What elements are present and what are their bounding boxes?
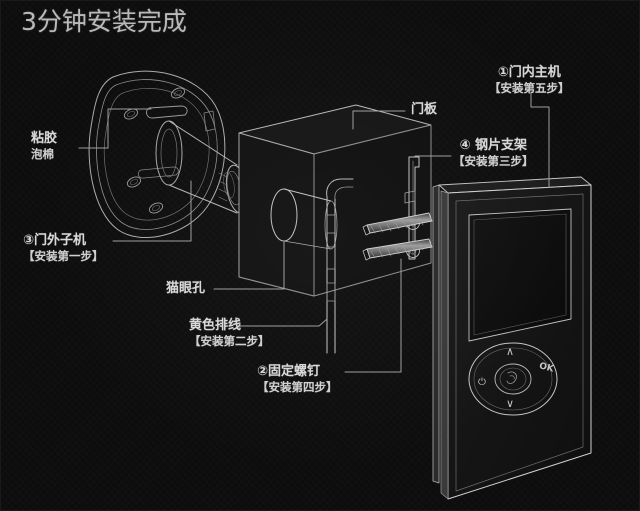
label-indoor-unit-name: ①门内主机	[497, 65, 561, 80]
label-adhesive-foam: 粘胶 泡棉	[31, 131, 57, 162]
label-steel-bracket: ④ 钢片支架 【安装第三步】	[453, 138, 534, 169]
label-yellow-ribbon-name: 黄色排线	[189, 318, 242, 333]
label-door-panel: 门板	[411, 102, 437, 118]
label-door-panel-name: 门板	[411, 102, 438, 117]
indoor-main-unit-part	[432, 176, 592, 500]
keypad-power-icon[interactable]: ⏻	[478, 377, 486, 388]
label-outdoor-unit-name: ③门外子机	[23, 233, 87, 248]
label-indoor-unit-step: 【安装第五步】	[489, 81, 570, 95]
label-indoor-unit: ①门内主机 【安装第五步】	[489, 65, 570, 96]
label-outdoor-unit: ③门外子机 【安装第一步】	[23, 233, 104, 264]
flat-ribbon-cable-part	[326, 178, 354, 354]
label-fixing-screws-step: 【安装第四步】	[257, 380, 338, 394]
label-outdoor-unit-step: 【安装第一步】	[23, 249, 104, 263]
label-adhesive-foam-line1: 粘胶	[31, 131, 58, 146]
page-title: 3分钟安装完成	[21, 7, 187, 36]
label-yellow-ribbon: 黄色排线 【安装第二步】	[189, 318, 270, 349]
label-steel-bracket-step: 【安装第三步】	[453, 154, 534, 168]
door-panel-part	[238, 104, 432, 297]
label-peephole: 猫眼孔	[166, 281, 205, 297]
leader-lines	[78, 92, 550, 373]
label-fixing-screws: ②固定螺钉 【安装第四步】	[257, 364, 338, 395]
fixing-screws-part	[362, 212, 433, 261]
label-yellow-ribbon-step: 【安装第二步】	[189, 334, 270, 348]
outdoor-unit-part	[88, 70, 249, 238]
control-wheel	[468, 342, 558, 416]
keypad-down-icon[interactable]: ∨	[506, 397, 515, 410]
label-fixing-screws-name: ②固定螺钉	[257, 364, 321, 379]
keypad-up-icon[interactable]: ∧	[506, 345, 515, 358]
label-peephole-name: 猫眼孔	[166, 281, 206, 296]
label-adhesive-foam-line2: 泡棉	[31, 147, 54, 161]
device-screen	[468, 208, 572, 342]
label-steel-bracket-name: ④ 钢片支架	[459, 138, 528, 153]
